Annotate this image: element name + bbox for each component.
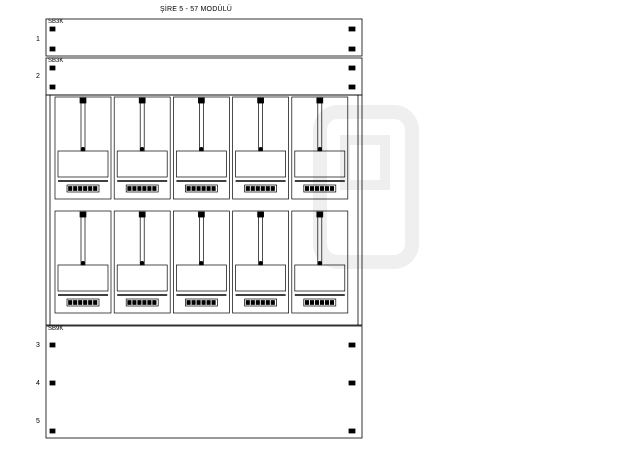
terminal-block xyxy=(125,298,159,307)
meter-section-frame xyxy=(45,94,363,326)
row-number-1: 1 xyxy=(36,36,40,43)
terminal-block xyxy=(66,184,100,193)
blank-panel-bottom xyxy=(45,325,363,439)
meter-module xyxy=(54,210,112,314)
row-number-2: 2 xyxy=(36,73,40,80)
meter-module xyxy=(173,96,230,200)
meter-module xyxy=(113,210,171,314)
panel-code-top-1: SB3K xyxy=(48,19,64,25)
drawing-title: ŞİRE 5 - 57 MODÜLÜ xyxy=(160,6,233,13)
terminal-block xyxy=(125,184,159,193)
row-number-5: 5 xyxy=(36,418,40,425)
blank-panel-2 xyxy=(45,57,363,96)
panel-code-bottom: SB9K xyxy=(48,326,64,332)
meter-module xyxy=(173,210,230,314)
row-number-3: 3 xyxy=(36,342,40,349)
meter-module xyxy=(232,210,289,314)
terminal-block xyxy=(303,184,337,193)
meter-module xyxy=(291,96,349,200)
blank-panel-1 xyxy=(45,18,363,57)
meter-module xyxy=(291,210,349,314)
row-number-4: 4 xyxy=(36,380,40,387)
meter-module xyxy=(113,96,171,200)
terminal-block xyxy=(244,298,277,307)
meter-modules xyxy=(54,96,349,314)
terminal-block xyxy=(303,298,337,307)
meter-module xyxy=(54,96,112,200)
meter-module xyxy=(232,96,289,200)
terminal-block xyxy=(66,298,100,307)
terminal-block xyxy=(185,184,218,193)
terminal-block xyxy=(185,298,218,307)
terminal-block xyxy=(244,184,277,193)
panel-code-top-2: SB3K xyxy=(48,58,64,64)
